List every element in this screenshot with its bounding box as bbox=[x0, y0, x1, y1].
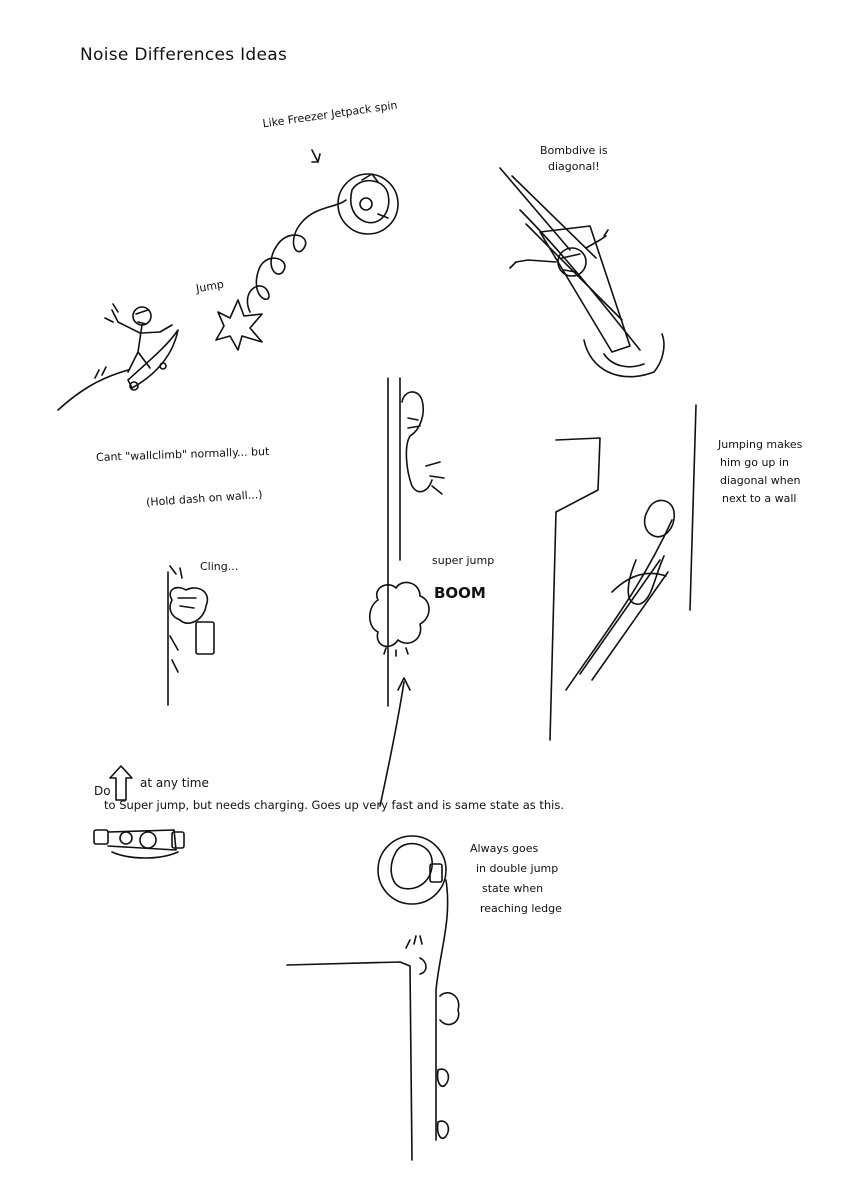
wall-jump-drawing bbox=[549, 404, 697, 741]
jetpack-spin-drawing bbox=[337, 173, 399, 235]
always-note-line3: state when bbox=[482, 882, 544, 895]
jumping-note-line4: next to a wall bbox=[722, 492, 797, 505]
jumping-note-line2: him go up in bbox=[720, 456, 789, 469]
jumping-note-line1: Jumping makes bbox=[718, 438, 803, 451]
super-jump-arrow bbox=[379, 677, 411, 807]
jumping-note-line3: diagonal when bbox=[720, 474, 801, 487]
jetpack-pointer-arrow bbox=[311, 149, 321, 163]
superjump-label: super jump bbox=[432, 554, 495, 567]
cling-drawing bbox=[167, 565, 215, 706]
always-note-line2: in double jump bbox=[476, 862, 559, 875]
boom-label: BOOM bbox=[434, 584, 486, 602]
at-any-time-label: at any time bbox=[140, 776, 209, 790]
ledge-double-jump-drawing bbox=[286, 835, 460, 1161]
charging-dash-drawing bbox=[93, 829, 185, 859]
superjump-description: to Super jump, but needs charging. Goes … bbox=[104, 798, 565, 812]
page-title: Noise Differences Ideas bbox=[80, 45, 288, 65]
bombdive-note-line2: diagonal! bbox=[548, 160, 600, 173]
up-arrow-icon bbox=[109, 765, 133, 801]
always-note-line4: reaching ledge bbox=[480, 902, 562, 915]
always-note-line1: Always goes bbox=[470, 842, 539, 855]
do-label: Do bbox=[94, 784, 111, 798]
bombdive-drawing bbox=[499, 167, 665, 378]
skater-jump-drawing bbox=[57, 303, 179, 411]
cling-label: Cling... bbox=[200, 560, 239, 573]
super-jump-drawing bbox=[368, 377, 445, 707]
bombdive-note-line1: Bombdive is bbox=[540, 144, 608, 157]
jump-burst-drawing bbox=[215, 299, 263, 351]
spiral-trail-drawing bbox=[246, 199, 347, 313]
